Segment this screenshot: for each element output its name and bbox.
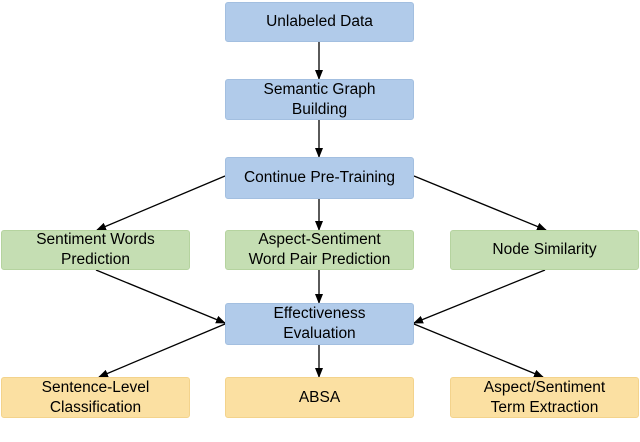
arrow-effectiveness-to-sentence bbox=[98, 323, 226, 378]
node-label-line1: Aspect-Sentiment bbox=[258, 231, 381, 248]
node-sentence-level-classification: Sentence-Level Classification bbox=[1, 377, 190, 418]
arrow-pretraining-to-sentiment bbox=[96, 175, 226, 231]
node-node-similarity: Node Similarity bbox=[450, 230, 639, 270]
node-label-line2: Building bbox=[291, 100, 348, 118]
node-unlabeled-data: Unlabeled Data bbox=[225, 2, 414, 42]
node-label-line2: Word Pair Prediction bbox=[248, 251, 391, 268]
node-label: ABSA bbox=[298, 388, 341, 406]
arrow-effectiveness-to-term bbox=[413, 323, 544, 378]
node-label-line1: Sentiment Words bbox=[36, 231, 155, 248]
node-label: Node Similarity bbox=[492, 241, 597, 258]
arrow-sentiment-to-effectiveness bbox=[95, 269, 226, 324]
node-sentiment-words-prediction: Sentiment Words Prediction bbox=[1, 230, 190, 270]
node-effectiveness-evaluation: Effectiveness Evaluation bbox=[225, 303, 414, 345]
node-absa: ABSA bbox=[225, 377, 414, 418]
node-label-line1: Effectiveness bbox=[273, 305, 366, 322]
node-continue-pre-training: Continue Pre-Training bbox=[225, 157, 414, 199]
node-label-line1: Sentence-Level bbox=[41, 378, 150, 396]
node-label-line2: Classification bbox=[49, 398, 142, 416]
node-label-line2: Term Extraction bbox=[490, 398, 599, 416]
node-label-line1: Semantic Graph bbox=[263, 80, 376, 98]
node-label: Unlabeled Data bbox=[266, 13, 373, 30]
node-aspect-sentiment-word-pair-prediction: Aspect-Sentiment Word Pair Prediction bbox=[225, 230, 414, 270]
node-label-line2: Evaluation bbox=[283, 325, 356, 342]
node-label: Continue Pre-Training bbox=[243, 169, 396, 186]
arrow-node-sim-to-effectiveness bbox=[413, 269, 546, 324]
arrow-pretraining-to-node-sim bbox=[413, 175, 547, 231]
node-label-line2: Prediction bbox=[61, 251, 130, 268]
node-aspect-sentiment-term-extraction: Aspect/Sentiment Term Extraction bbox=[450, 377, 639, 418]
node-label-line1: Aspect/Sentiment bbox=[483, 378, 606, 396]
node-semantic-graph-building: Semantic Graph Building bbox=[225, 79, 414, 120]
